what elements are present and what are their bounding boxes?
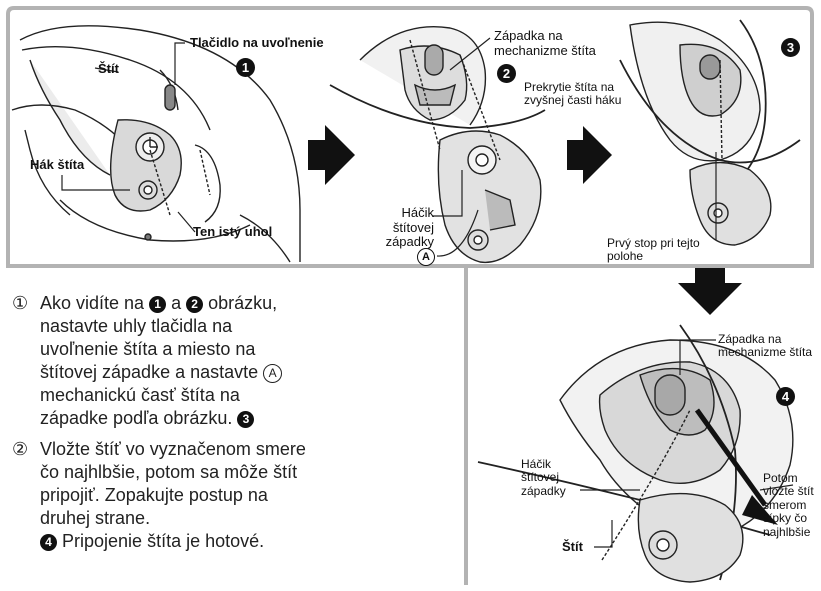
label-hook-latch-2: Háčik štítovej západky: [521, 458, 591, 498]
instruction-1-text-d: mechanickú časť štíta na západke podľa o…: [40, 385, 240, 428]
label-shield-2: Štít: [562, 540, 583, 555]
label-release-button: Tlačidlo na uvoľnenie: [190, 36, 324, 51]
marker-a: A: [417, 248, 435, 266]
inline-badge-1: 1: [149, 296, 166, 313]
instruction-number-1: ①: [12, 292, 28, 315]
instruction-2-text-b: Pripojenie štíta je hotové.: [62, 531, 264, 551]
leader-shield-2: [594, 520, 612, 547]
instruction-number-2: ②: [12, 438, 28, 461]
arrow-right-1: [308, 125, 355, 185]
label-insert-shield: Potom vložte štít smerom šípky čo najhlb…: [763, 472, 821, 539]
step-badge-1: 1: [236, 58, 255, 77]
label-first-stop: Prvý stop pri tejto polohe: [607, 237, 717, 264]
instruction-1-text-b: a: [171, 293, 181, 313]
inline-badge-2: 2: [186, 296, 203, 313]
label-shield-hook: Hák štíta: [30, 158, 84, 173]
inline-badge-4: 4: [40, 534, 57, 551]
instruction-step-1: ① Ako vidíte na 1 a 2 obrázku, nastavte …: [12, 292, 312, 430]
mechanism-step4: [478, 325, 793, 582]
instruction-2-text-a: Vložte štíť vo vyznačenom smere čo najhl…: [40, 439, 306, 528]
label-latch-mechanism: Západka na mechanizme štíta: [494, 29, 604, 58]
step-badge-2: 2: [497, 64, 516, 83]
instruction-step-2: ② Vložte štíť vo vyznačenom smere čo naj…: [12, 438, 312, 553]
label-latch-mechanism-2: Západka na mechanizme štíta: [718, 333, 813, 360]
label-shield: Štít: [98, 62, 119, 77]
label-hook-latch: Háčik štítovej západky: [368, 206, 434, 250]
arrow-right-2: [567, 126, 612, 184]
instruction-1-text-a: Ako vidíte na: [40, 293, 144, 313]
step-badge-3: 3: [781, 38, 800, 57]
arrow-down: [678, 268, 742, 315]
label-cover-upper-hook: Prekrytie štíta na zvyšnej časti háku: [524, 81, 624, 108]
latch-illustration: [330, 27, 545, 263]
inline-marker-a: A: [263, 364, 282, 383]
inline-badge-3: 3: [237, 411, 254, 428]
mechanism-step3: [620, 20, 800, 245]
step-badge-4: 4: [776, 387, 795, 406]
leader-release-button: [175, 43, 185, 85]
label-same-angle: Ten istý uhol: [193, 225, 272, 240]
